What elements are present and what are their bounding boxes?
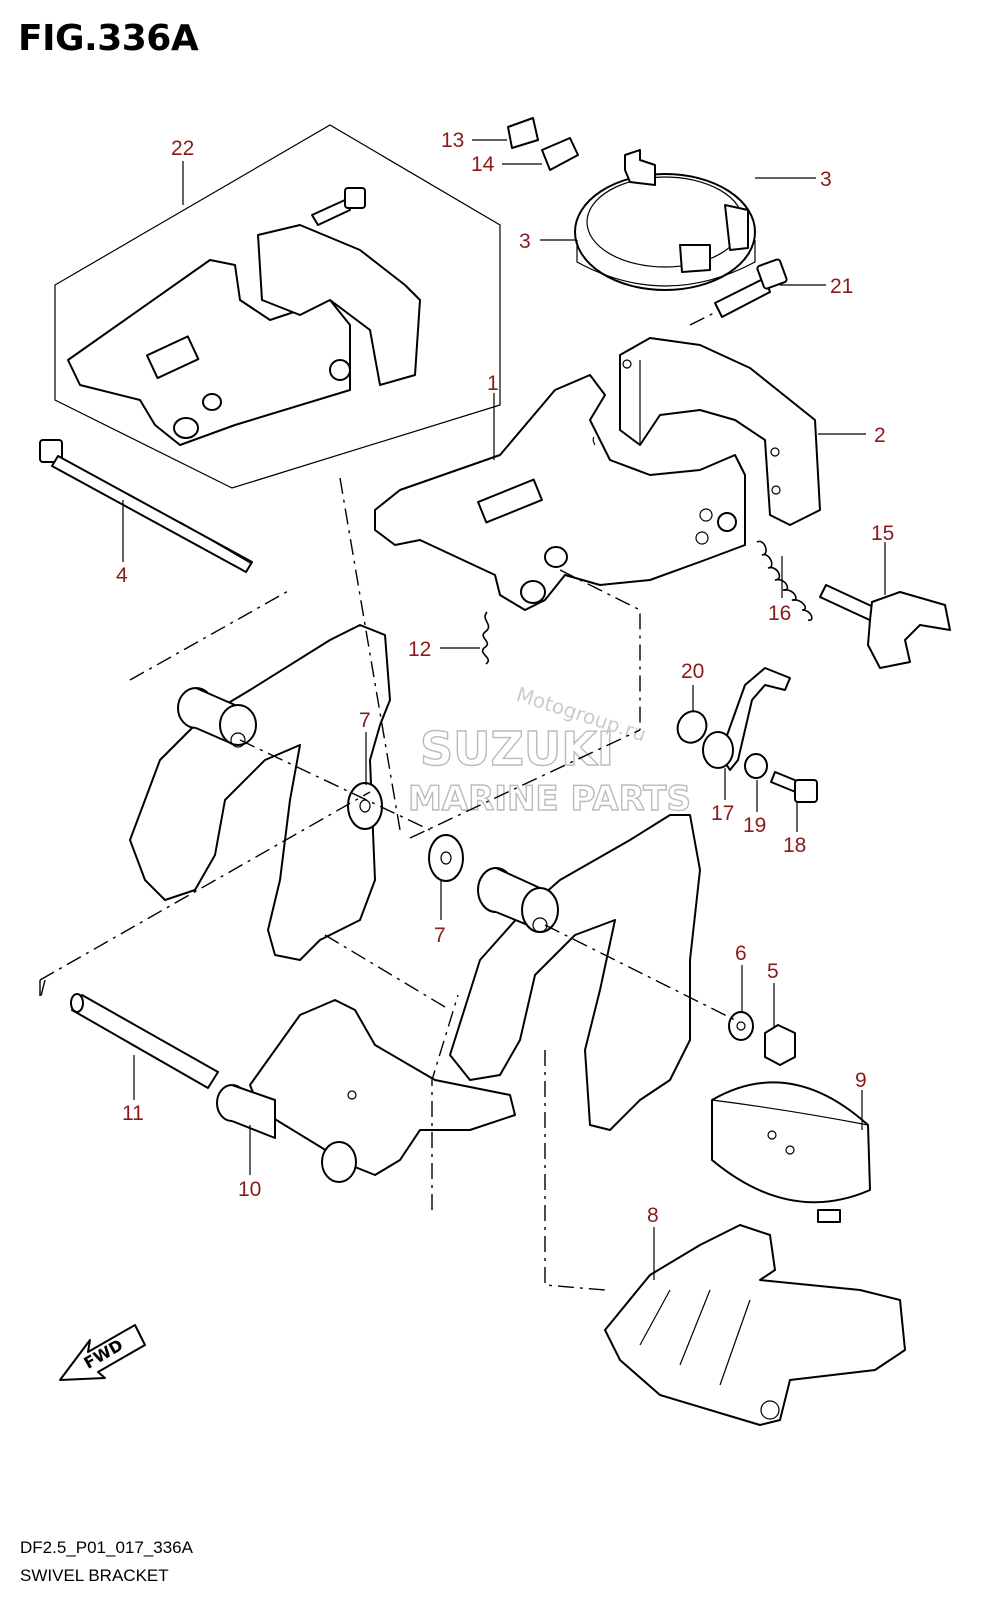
part-label: 12: [408, 638, 431, 661]
part-label: 13: [441, 129, 464, 152]
clamp-bracket-right: [449, 814, 701, 1131]
fwd-arrow: FWD: [59, 1324, 146, 1381]
part-17-lever: [702, 667, 791, 771]
part-11-pin: [70, 993, 219, 1089]
leader-lines: [122, 139, 886, 1280]
part-2-clamp-upper: [619, 337, 821, 526]
part-label: 22: [171, 137, 194, 160]
figure-title: FIG.336A: [18, 18, 199, 59]
part-15-thumb-screw: [819, 584, 951, 669]
assembly-lines: [39, 477, 736, 1291]
part-6-washer: [728, 1011, 754, 1041]
part-label: 19: [743, 814, 766, 837]
assembly-box-22: [54, 124, 501, 489]
part-labels: 13 14 3 3 21 22 1 2 15 16 4 12 20 17 19 …: [116, 129, 894, 1227]
part-label: 1: [487, 372, 499, 395]
part-3-bushing: [574, 149, 756, 291]
part-label: 14: [471, 153, 495, 176]
part-label: 10: [238, 1178, 261, 1201]
part-9-thrust-plate: [711, 1081, 871, 1223]
part-8-stern-bracket: [604, 1224, 906, 1426]
watermark: SUZUKI MARINE PARTS Motogroup.ru: [407, 682, 691, 820]
part-5-nut: [764, 1024, 796, 1066]
part-label: 6: [735, 942, 747, 965]
part-label: 20: [681, 660, 704, 683]
part-label: 17: [711, 802, 734, 825]
watermark-sub: MARINE PARTS: [408, 779, 691, 819]
footer-title: SWIVEL BRACKET: [20, 1566, 169, 1585]
parts-13-14-pads: [507, 117, 579, 171]
part-12-spring: [481, 611, 490, 665]
part-16-spring: [756, 540, 813, 621]
part-label: 2: [874, 424, 886, 447]
part-label: 3: [820, 168, 832, 191]
part-label: 15: [871, 522, 894, 545]
part-label: 8: [647, 1204, 659, 1227]
part-label: 7: [434, 924, 446, 947]
part-19-washer: [744, 753, 768, 779]
watermark-brand: SUZUKI: [420, 722, 614, 776]
part-label: 21: [830, 275, 853, 298]
part-1-housing: [374, 374, 746, 611]
part-label: 7: [359, 709, 371, 732]
part-label: 16: [768, 602, 791, 625]
footer-code: DF2.5_P01_017_336A: [20, 1538, 193, 1557]
part-label: 9: [855, 1069, 867, 1092]
part-10-tilt-lever: [216, 999, 516, 1183]
part-20-ring: [676, 710, 708, 744]
part-18-bolt: [770, 771, 818, 803]
part-label: 5: [767, 960, 779, 983]
part-label: 4: [116, 564, 128, 587]
part-4-long-bolt: [39, 439, 253, 573]
clamp-bracket-left: [129, 624, 391, 961]
part-label: 18: [783, 834, 806, 857]
part-21-bolt: [689, 258, 788, 326]
part-label: 11: [122, 1102, 144, 1125]
part-label: 3: [519, 230, 531, 253]
